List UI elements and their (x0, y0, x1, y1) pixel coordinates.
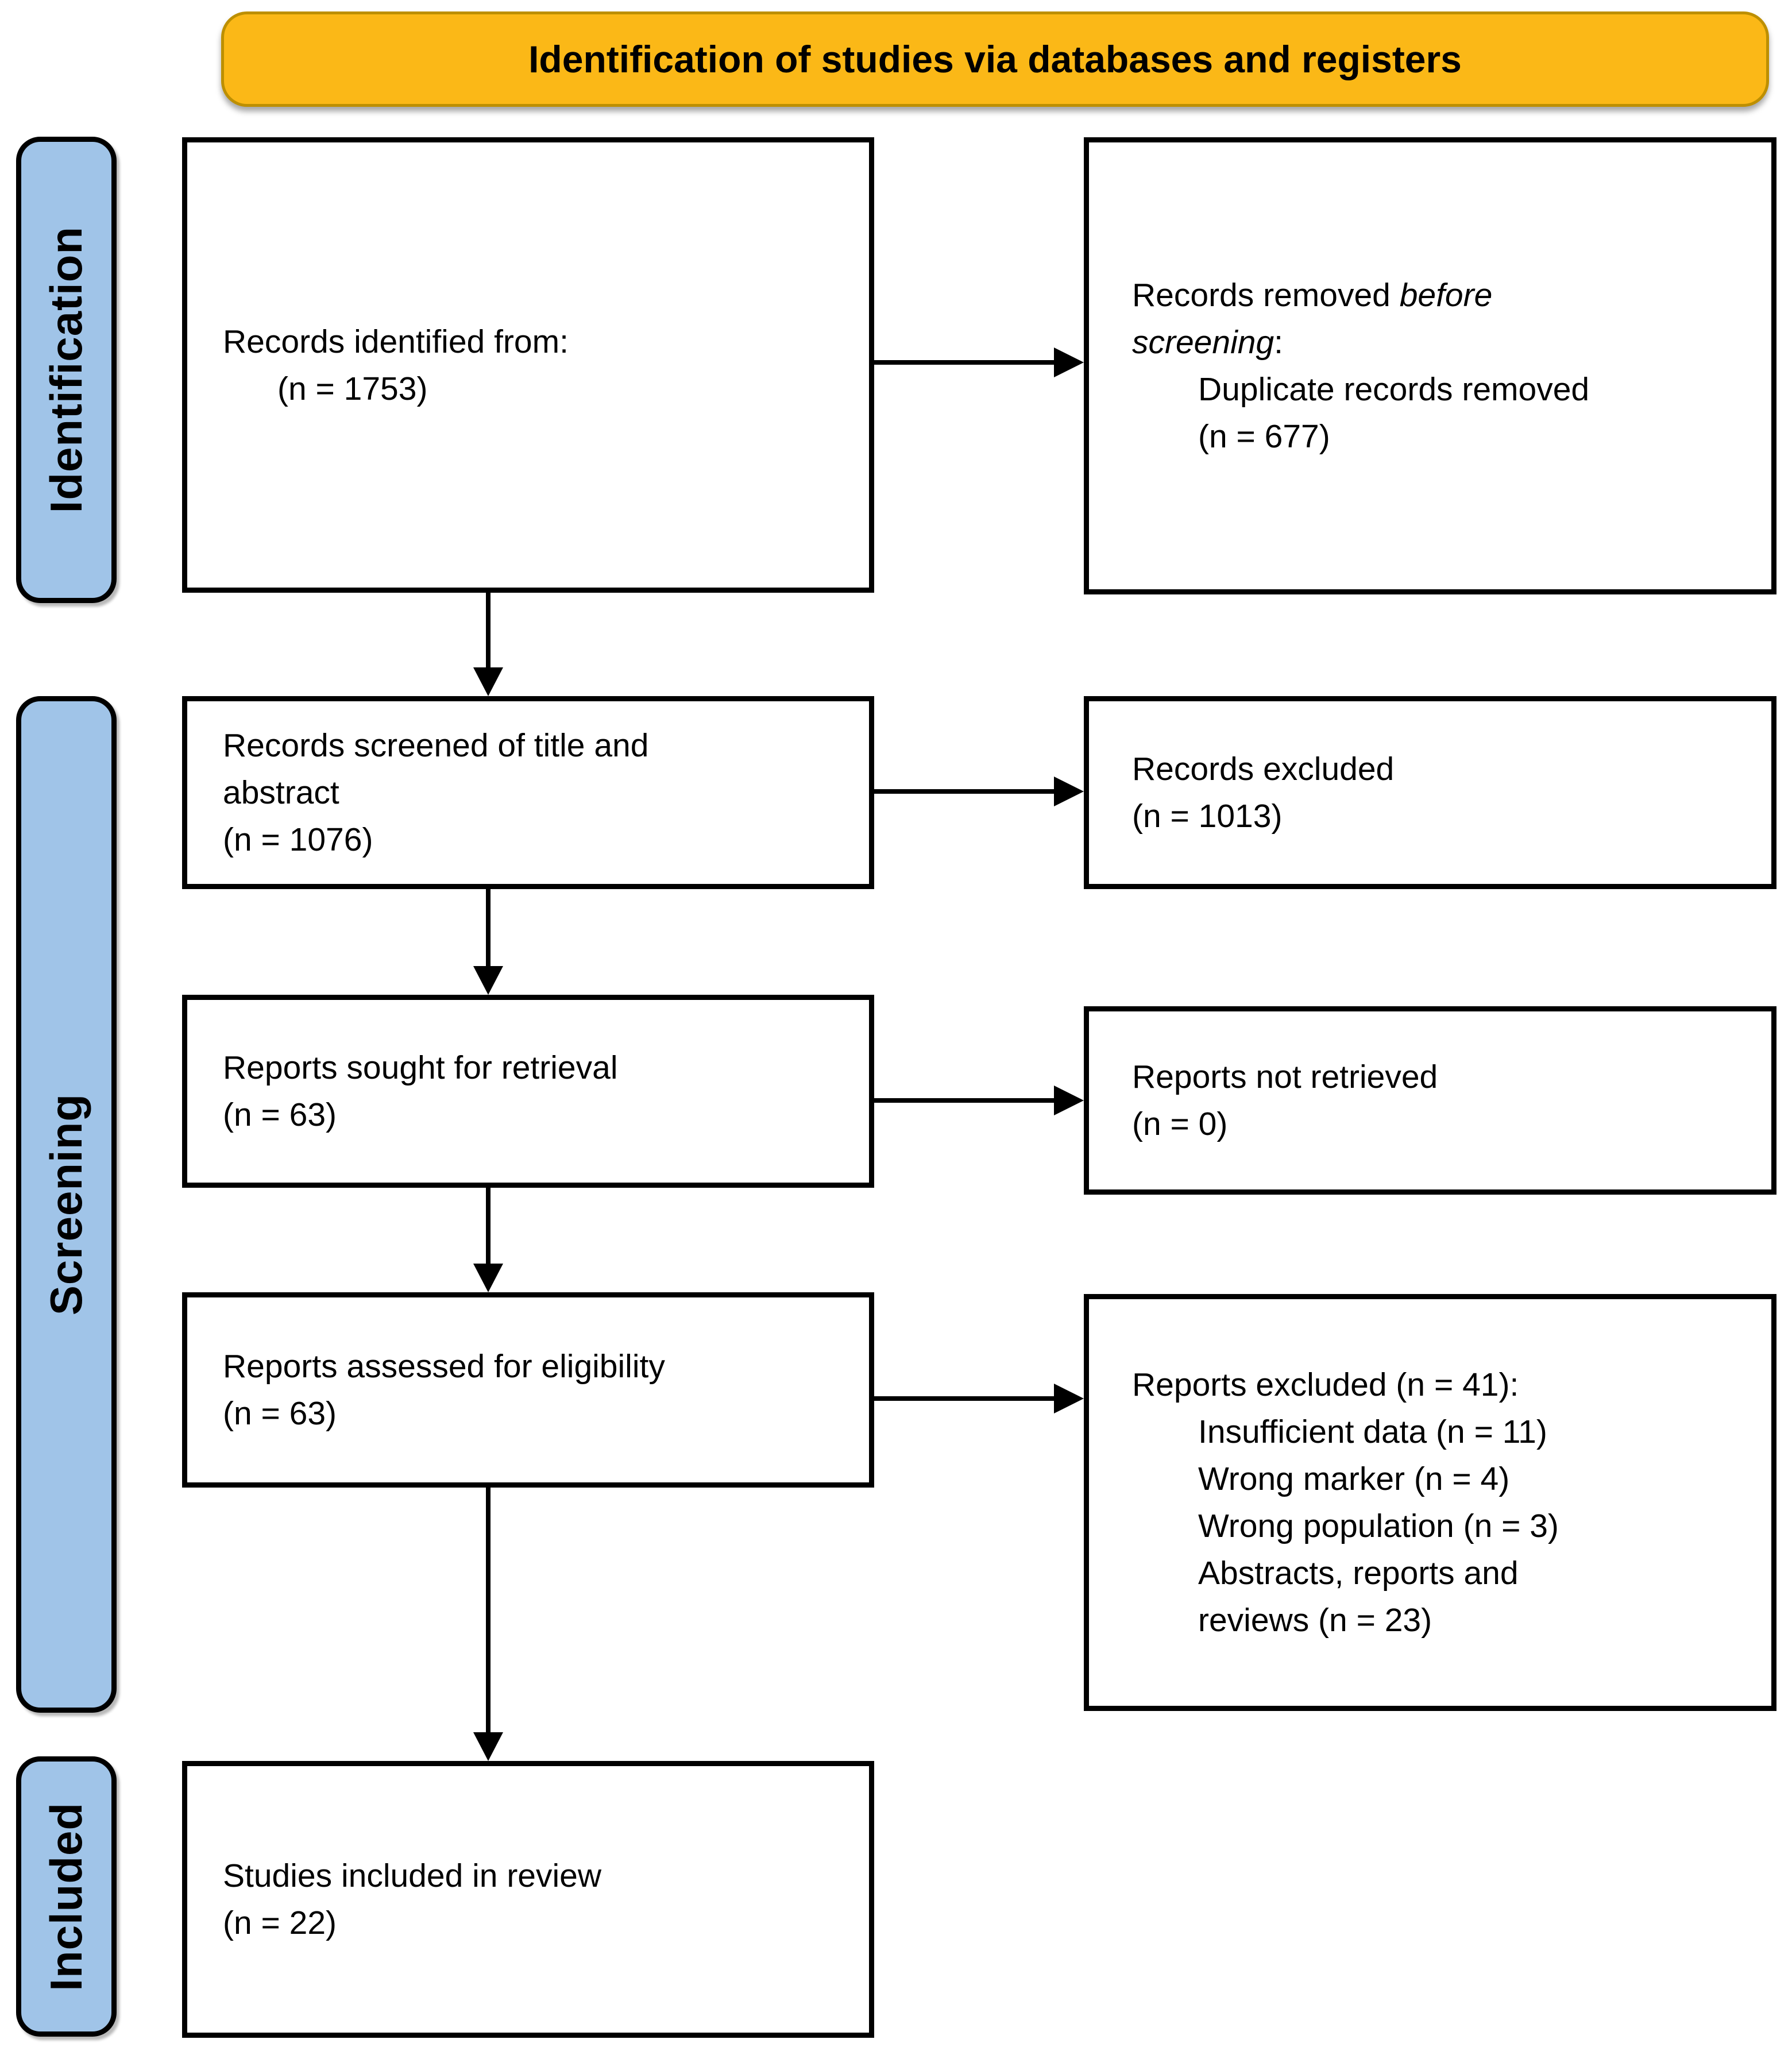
reports-assessed-title: Reports assessed for eligibility (223, 1348, 665, 1385)
records-identified-count: (n = 1753) (277, 370, 428, 407)
reports-sought-count: (n = 63) (223, 1096, 337, 1133)
reports-assessed-count: (n = 63) (223, 1395, 337, 1432)
banner-title: Identification of studies via databases … (528, 38, 1462, 80)
arrow-sought-to-assessed-head-icon (473, 1264, 503, 1292)
reports-excluded-reason2: Wrong marker (n = 4) (1198, 1461, 1510, 1497)
reports-not-retrieved-title: Reports not retrieved (1132, 1059, 1438, 1095)
arrow-assessed-to-included-line (486, 1488, 491, 1732)
records-removed-line1: Records removed before (1089, 272, 1771, 319)
box-records-screened: Records screened of title and abstract (… (182, 696, 874, 889)
records-excluded-count: (n = 1013) (1132, 798, 1283, 835)
studies-included-count: (n = 22) (223, 1905, 337, 1941)
reports-not-retrieved-count: (n = 0) (1132, 1106, 1228, 1142)
records-removed-reason: Duplicate records removed (1198, 371, 1590, 408)
stage-label-identification: Identification (41, 226, 91, 513)
arrow-assessed-to-reports-excluded-head-icon (1054, 1384, 1084, 1413)
records-removed-line2-italic: screening (1132, 324, 1275, 361)
reports-excluded-reason4-line2: reviews (n = 23) (1198, 1602, 1432, 1639)
arrow-assessed-to-included-head-icon (473, 1732, 503, 1761)
arrow-sought-to-not-retrieved-head-icon (1054, 1086, 1084, 1115)
arrow-identified-to-removed-line (874, 360, 1054, 365)
records-removed-line2: screening: (1089, 319, 1771, 366)
records-screened-line1: Records screened of title and (223, 727, 649, 764)
stage-bar-included: Included (16, 1756, 117, 2037)
reports-excluded-reason4-line1: Abstracts, reports and (1198, 1555, 1519, 1592)
reports-sought-title: Reports sought for retrieval (223, 1049, 618, 1086)
records-excluded-title: Records excluded (1132, 751, 1395, 787)
box-reports-sought: Reports sought for retrieval (n = 63) (182, 995, 874, 1188)
stage-label-screening: Screening (41, 1093, 91, 1316)
records-removed-line1-plain: Records removed (1132, 277, 1400, 314)
reports-excluded-reason3: Wrong population (n = 3) (1198, 1508, 1559, 1544)
studies-included-title: Studies included in review (223, 1857, 602, 1894)
box-reports-assessed: Reports assessed for eligibility (n = 63… (182, 1292, 874, 1488)
records-screened-line2: abstract (223, 774, 339, 811)
arrow-assessed-to-reports-excluded-line (874, 1396, 1054, 1401)
box-records-removed-before-screening: Records removed before screening: Duplic… (1084, 137, 1776, 594)
stage-bar-screening: Screening (16, 696, 117, 1713)
arrow-identified-to-screened-line (486, 593, 491, 667)
arrow-screened-to-excluded-head-icon (1054, 777, 1084, 806)
box-reports-excluded: Reports excluded (n = 41): Insufficient … (1084, 1294, 1776, 1711)
arrow-screened-to-sought-head-icon (473, 966, 503, 995)
records-removed-line1-italic: before (1399, 277, 1493, 314)
records-removed-count: (n = 677) (1198, 418, 1330, 455)
arrow-sought-to-assessed-line (486, 1188, 491, 1264)
banner-identification-via-databases: Identification of studies via databases … (221, 11, 1769, 107)
records-identified-title: Records identified from: (223, 323, 569, 360)
records-removed-line2-colon: : (1274, 324, 1283, 361)
arrow-identified-to-removed-head-icon (1054, 347, 1084, 377)
box-reports-not-retrieved: Reports not retrieved (n = 0) (1084, 1006, 1776, 1195)
stage-label-included: Included (41, 1802, 91, 1991)
reports-excluded-header: Reports excluded (n = 41): (1132, 1366, 1519, 1403)
reports-excluded-reason1: Insufficient data (n = 11) (1198, 1413, 1547, 1450)
arrow-identified-to-screened-head-icon (473, 667, 503, 696)
arrow-screened-to-sought-line (486, 889, 491, 966)
box-records-excluded: Records excluded (n = 1013) (1084, 696, 1776, 889)
box-records-identified: Records identified from: (n = 1753) (182, 137, 874, 593)
arrow-sought-to-not-retrieved-line (874, 1098, 1054, 1103)
arrow-screened-to-excluded-line (874, 789, 1054, 794)
stage-bar-identification: Identification (16, 137, 117, 603)
box-studies-included: Studies included in review (n = 22) (182, 1761, 874, 2038)
records-screened-count: (n = 1076) (223, 821, 373, 858)
